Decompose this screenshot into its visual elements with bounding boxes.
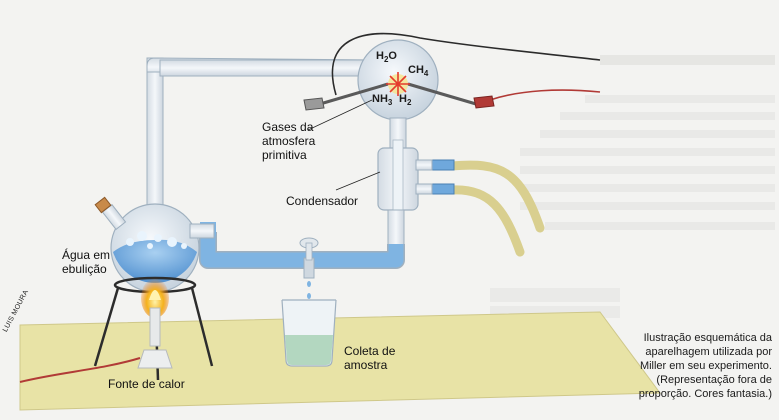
- background-page-text: [490, 55, 775, 318]
- electrode-right: [407, 82, 477, 106]
- label-coleta: Coleta de amostra: [344, 344, 396, 372]
- condenser-inlet: [415, 159, 433, 171]
- electrode-left: [319, 82, 389, 106]
- cork-stopper: [94, 196, 112, 214]
- bunsen-burner: [137, 278, 173, 369]
- beaker-sample-liquid: [285, 335, 333, 365]
- table-surface: [19, 311, 661, 411]
- label-gases: Gases da atmosfera primitiva: [262, 120, 316, 162]
- left-vertical-tube: [146, 57, 164, 229]
- figure-caption: Ilustração esquemática da aparelhagem ut…: [638, 332, 772, 400]
- hose-connector-upper: [429, 159, 455, 171]
- falling-droplets: [307, 281, 311, 299]
- leader-line-gases: [307, 99, 373, 131]
- label-agua: Água em ebulição: [62, 248, 111, 276]
- stopcock-stem: [303, 257, 315, 279]
- label-condensador: Condensador: [286, 194, 359, 208]
- condenser-outlet: [415, 183, 433, 195]
- molecule-nh3: NH3: [372, 93, 393, 108]
- flask-side-arm: [189, 223, 215, 239]
- tubing-lower: [447, 185, 525, 257]
- label-fonte: Fonte de calor: [108, 377, 185, 391]
- hose-connector-lower: [429, 183, 455, 195]
- gas-hose: [19, 357, 141, 383]
- electrode-wire-left: [331, 32, 601, 96]
- electric-spark: [386, 72, 410, 96]
- alligator-clip-right: [473, 95, 495, 109]
- electrode-wire-right: [489, 89, 601, 101]
- boiling-water: [113, 239, 197, 283]
- alligator-clip-left: [303, 97, 325, 111]
- molecule-h2: H2: [399, 93, 412, 108]
- molecule-h2o: H2O: [376, 50, 397, 65]
- molecule-ch4: CH4: [408, 64, 429, 79]
- leader-line-condensador: [335, 171, 381, 191]
- boiling-bubbles: [126, 231, 187, 249]
- tubing-upper: [447, 160, 545, 233]
